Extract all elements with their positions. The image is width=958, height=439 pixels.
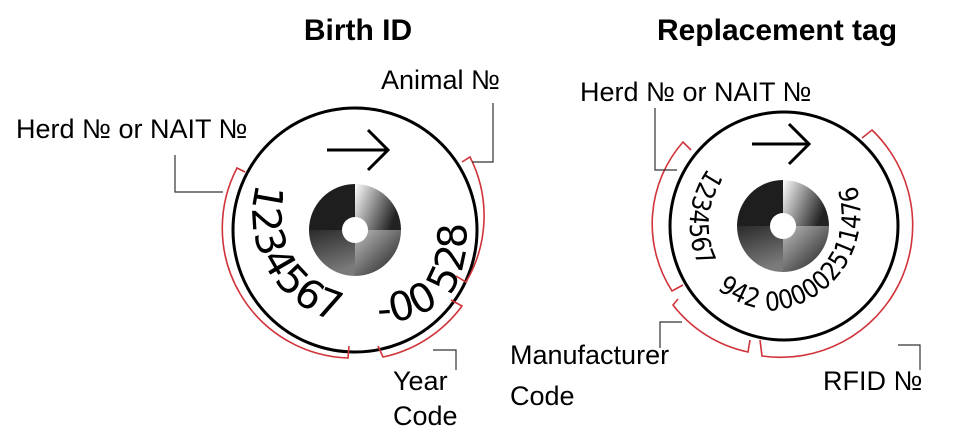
birth-id-center-disk [309, 184, 401, 276]
birth-id-tag: Birth ID 1234567 -00- 528 [0, 0, 500, 431]
birth-id-herd-label: Herd № or NAIT № [16, 114, 247, 144]
birth-id-year-label-line2: Code [393, 401, 458, 431]
replacement-herd-bracket [651, 140, 692, 293]
herd-number-leader [174, 155, 223, 193]
replacement-brackets [651, 128, 914, 359]
replacement-manufacturer-label-line1: Manufacturer [510, 340, 669, 370]
replacement-tag: Replacement tag 1234567 942 000002511476 [510, 14, 922, 411]
right-arrow-icon [752, 122, 812, 166]
year-code-leader [433, 349, 457, 370]
birth-id-leaders [174, 103, 494, 370]
birth-id-year-label-line1: Year [393, 366, 448, 396]
rfid-bracket [759, 128, 914, 359]
right-arrow-icon [327, 128, 391, 172]
animal-number-bracket [455, 155, 485, 284]
manufacturer-leader [659, 321, 682, 348]
herd-number-bracket [221, 166, 350, 359]
birth-id-title: Birth ID [304, 14, 412, 47]
replacement-herd-leader [654, 108, 677, 171]
replacement-rfid-label: RFID № [823, 366, 922, 396]
replacement-herd-label: Herd № or NAIT № [580, 77, 811, 107]
replacement-tag-title: Replacement tag [657, 14, 897, 47]
manufacturer-code-bracket [671, 298, 751, 353]
replacement-manufacturer-label-line2: Code [510, 381, 575, 411]
animal-number-leader [472, 103, 494, 163]
replacement-center-disk [737, 180, 829, 272]
replacement-leaders [654, 108, 921, 370]
year-code-bracket [377, 299, 464, 358]
birth-id-animal-label: Animal № [381, 65, 500, 95]
rfid-leader [898, 344, 921, 370]
birth-id-brackets [221, 155, 485, 359]
